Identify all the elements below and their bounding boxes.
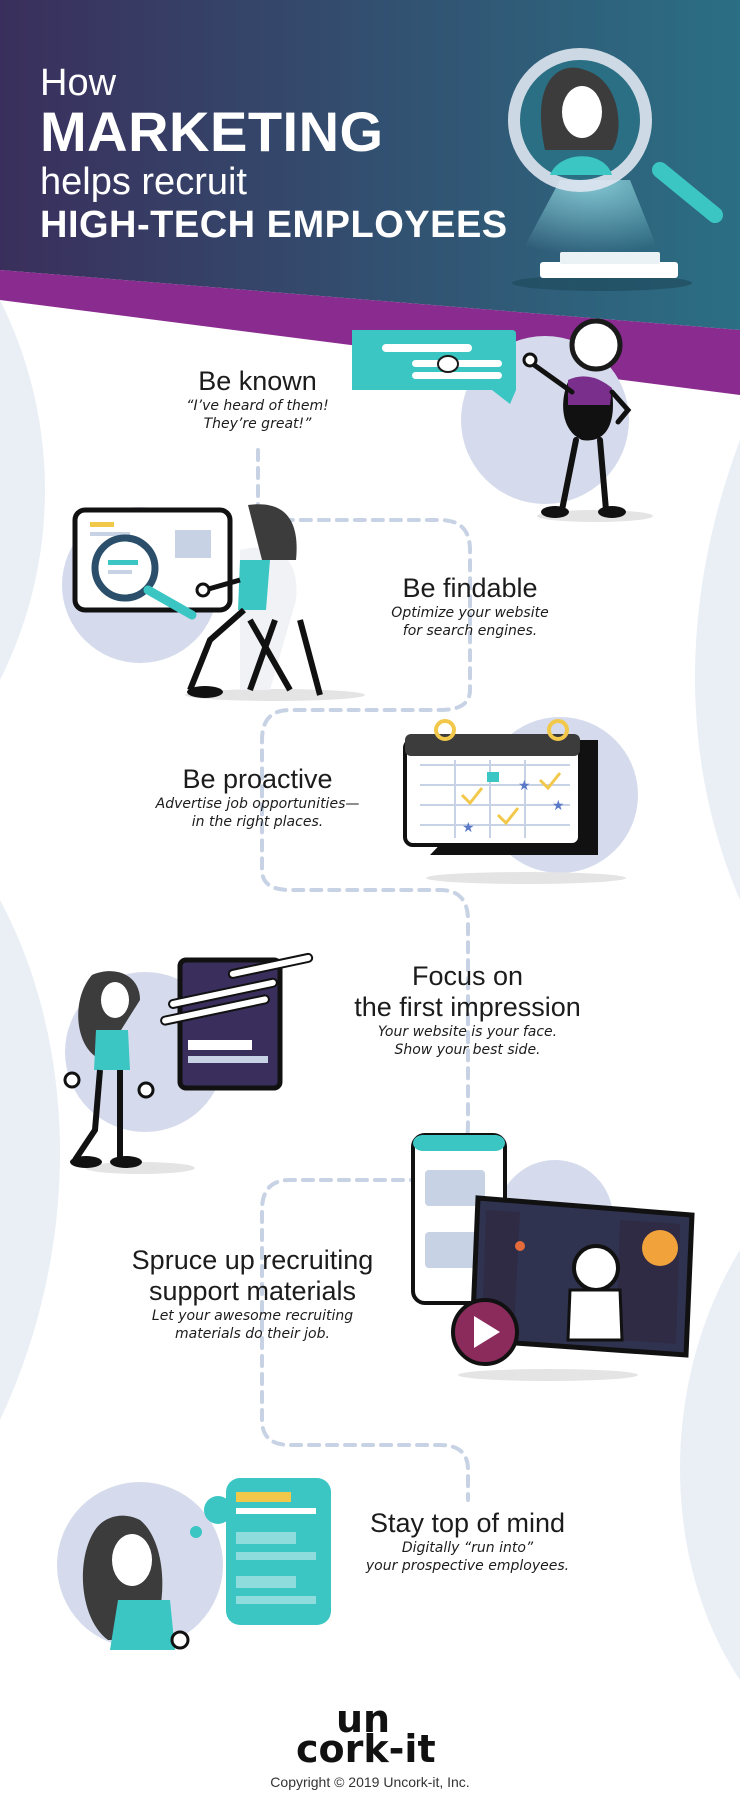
be-findable-illustration — [62, 504, 365, 701]
copyright-text: Copyright © 2019 Uncork-it, Inc. — [270, 1774, 470, 1790]
step-heading: Be findable — [402, 573, 538, 603]
step-heading: the first impression — [354, 992, 581, 1022]
magnifier-hologram-icon — [508, 48, 723, 291]
step-subtext: They’re great!” — [203, 416, 312, 432]
step-subtext: “I’ve heard of them! — [186, 398, 329, 414]
page-title: How MARKETING helps recruit HIGH-TECH EM… — [40, 62, 508, 246]
step-heading: Be known — [198, 366, 317, 396]
step-subtext: Your website is your face. — [377, 1024, 558, 1040]
svg-text:★: ★ — [518, 778, 531, 794]
stay-top-of-mind-illustration — [57, 1478, 331, 1650]
step-subtext: for search engines. — [402, 623, 538, 639]
step-be-proactive: Be proactive Advertise job opportunities… — [130, 764, 385, 831]
title-line-helps-recruit: helps recruit — [40, 161, 247, 203]
step-support-materials: Spruce up recruiting support materials L… — [100, 1245, 405, 1343]
step-heading: Stay top of mind — [369, 1508, 566, 1538]
step-heading: Spruce up recruiting — [131, 1245, 374, 1275]
title-line-how: How — [40, 62, 117, 104]
first-impression-illustration — [63, 952, 314, 1174]
step-be-findable: Be findable Optimize your website for se… — [360, 573, 580, 640]
step-subtext: Show your best side. — [394, 1042, 541, 1058]
recruiting-materials-illustration — [411, 1133, 695, 1381]
step-heading: Be proactive — [182, 764, 333, 794]
be-known-illustration — [352, 318, 653, 522]
step-first-impression: Focus on the first impression Your websi… — [325, 961, 610, 1059]
step-subtext: Optimize your website — [391, 605, 549, 621]
step-subtext: in the right places. — [191, 814, 324, 830]
title-line-marketing: MARKETING — [40, 100, 384, 163]
step-heading: support materials — [148, 1276, 357, 1306]
step-subtext: materials do their job. — [175, 1326, 330, 1342]
step-stay-top-of-mind: Stay top of mind Digitally “run into” yo… — [345, 1508, 590, 1575]
step-heading: Focus on — [411, 961, 524, 991]
step-subtext: Advertise job opportunities— — [155, 796, 360, 812]
step-be-known: Be known “I’ve heard of them! They’re gr… — [150, 366, 365, 433]
step-subtext: your prospective employees. — [365, 1558, 570, 1574]
step-subtext: Digitally “run into” — [401, 1540, 534, 1556]
step-subtext: Let your awesome recruiting — [151, 1308, 354, 1324]
title-line-high-tech: HIGH-TECH EMPLOYEES — [40, 204, 508, 246]
logo-bottom-text: cork-it — [296, 1727, 436, 1771]
be-proactive-illustration: ★ ★ ★ — [403, 717, 638, 884]
svg-text:★: ★ — [462, 820, 475, 836]
logo-top-text: un — [336, 1697, 391, 1741]
svg-text:★: ★ — [552, 798, 565, 814]
